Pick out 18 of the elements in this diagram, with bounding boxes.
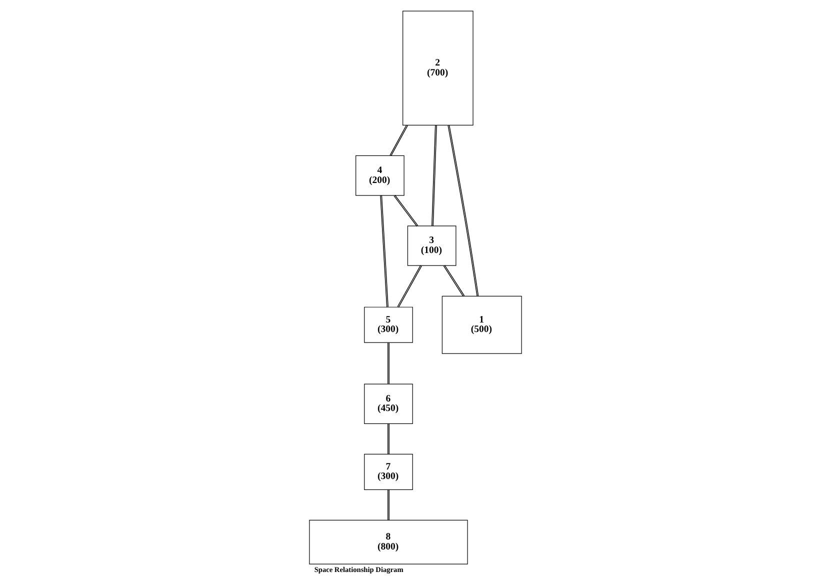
node-box: 2 (700): [402, 10, 474, 126]
node-box: 5 (300): [364, 306, 413, 343]
node-box: 3 (100): [407, 226, 456, 266]
connector: [390, 124, 408, 156]
node-box: 1 (500): [442, 296, 522, 354]
connector: [388, 342, 390, 384]
connector: [388, 423, 390, 454]
connector: [443, 264, 465, 297]
connector: [394, 194, 418, 227]
node-box: 7 (300): [364, 454, 413, 490]
node-box: 8 (800): [309, 520, 468, 564]
connector: [448, 124, 479, 296]
connector: [380, 195, 388, 308]
connector: [432, 124, 437, 226]
node-box: 6 (450): [364, 384, 413, 424]
connector: [388, 489, 390, 520]
node-box: 4 (200): [356, 155, 404, 196]
connector: [397, 264, 422, 308]
